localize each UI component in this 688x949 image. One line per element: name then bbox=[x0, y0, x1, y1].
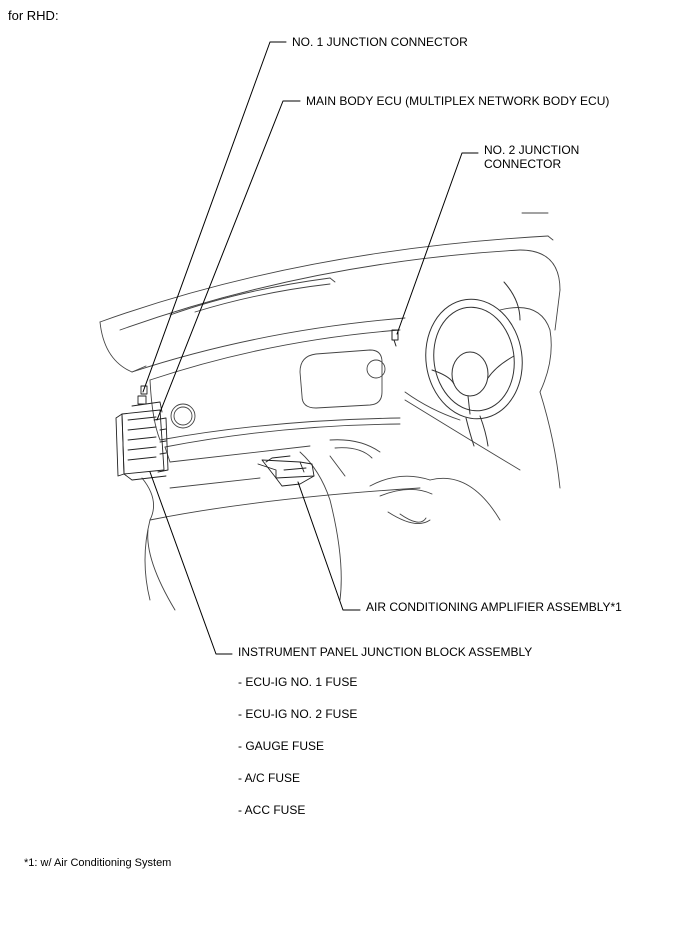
fuse-item: - ECU-IG NO. 2 FUSE bbox=[238, 707, 358, 721]
fuse-item: - GAUGE FUSE bbox=[238, 739, 325, 753]
fuse-item: - ECU-IG NO. 1 FUSE bbox=[238, 675, 358, 689]
footnote: *1: w/ Air Conditioning System bbox=[24, 857, 172, 869]
air-conditioning-amplifier-part bbox=[257, 455, 315, 487]
callout-air-conditioning-amplifier: AIR CONDITIONING AMPLIFIER ASSEMBLY*1 bbox=[366, 600, 622, 614]
junction-block-assembly bbox=[115, 385, 169, 481]
page-header: for RHD: bbox=[8, 8, 59, 23]
callout-no2-junction-connector-line2: CONNECTOR bbox=[484, 157, 562, 171]
steering-wheel bbox=[425, 281, 523, 447]
callout-main-body-ecu: MAIN BODY ECU (MULTIPLEX NETWORK BODY EC… bbox=[306, 94, 610, 108]
dashboard-outline bbox=[99, 212, 561, 611]
callout-instrument-panel-junction-block: INSTRUMENT PANEL JUNCTION BLOCK ASSEMBLY bbox=[238, 645, 533, 659]
fuse-item: - A/C FUSE bbox=[238, 771, 301, 785]
leader-lines bbox=[142, 41, 479, 655]
callout-no2-junction-connector-line1: NO. 2 JUNCTION bbox=[484, 143, 580, 157]
no2-junction-connector-part bbox=[391, 329, 399, 347]
callout-no1-junction-connector: NO. 1 JUNCTION CONNECTOR bbox=[292, 35, 468, 49]
fuse-item: - ACC FUSE bbox=[238, 803, 306, 817]
